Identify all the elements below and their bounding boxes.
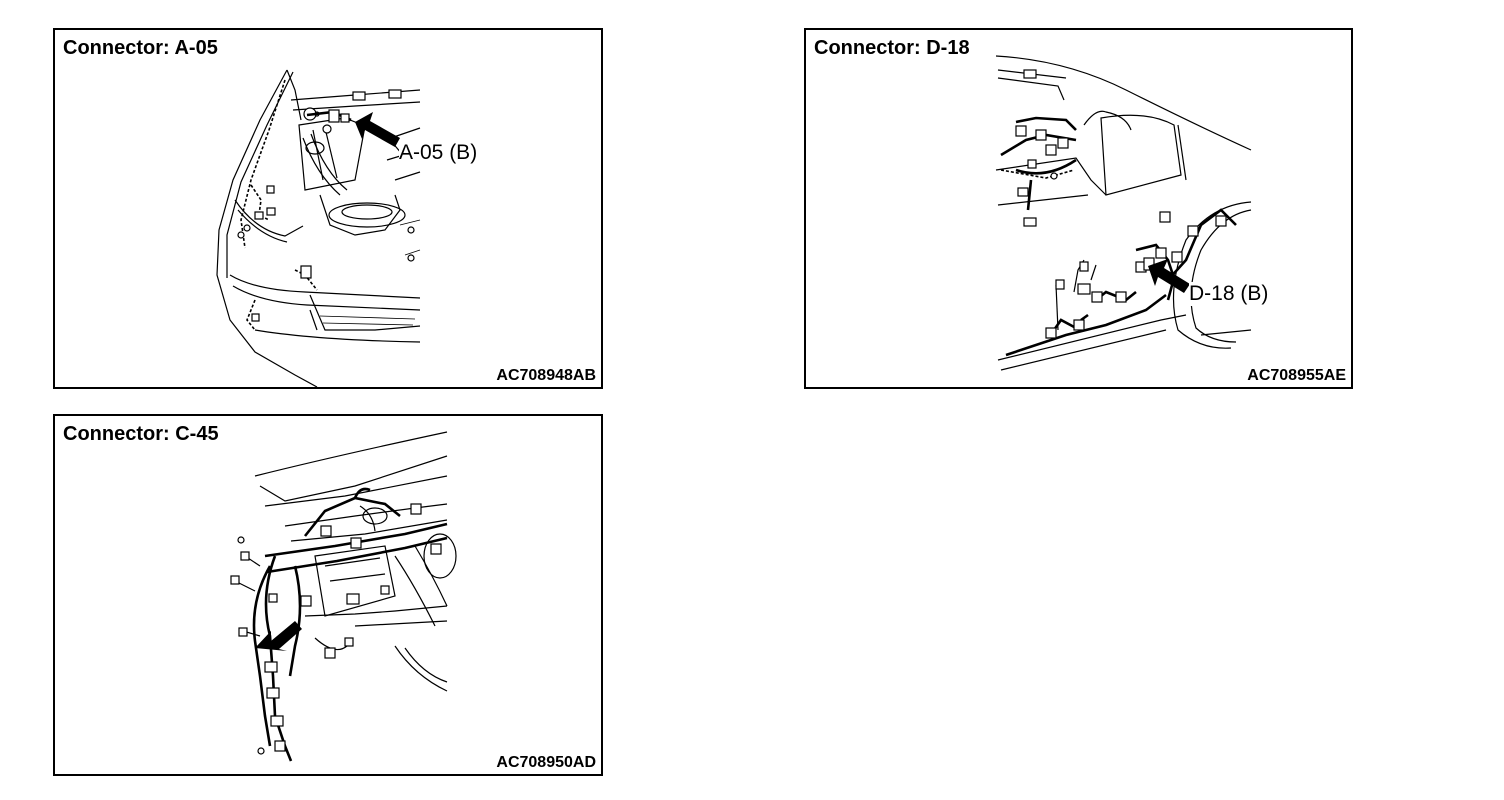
connector-panel-d18: Connector: D-18 [804,28,1353,389]
callout-arrow-a05 [355,112,407,155]
connector-panel-a05: Connector: A-05 [53,28,603,389]
instrument-panel-illustration [230,431,457,762]
callout-arrow-d18 [1148,259,1190,293]
illustration-code: AC708955AE [1247,367,1346,384]
panel-title: Connector: C-45 [63,421,221,447]
engine-bay-illustration [216,69,421,387]
connector-callout-label: A-05 (B) [399,141,478,165]
panel-title: Connector: D-18 [814,35,972,61]
connector-callout-label: D-18 (B) [1189,282,1269,306]
panel-title: Connector: A-05 [63,35,220,61]
illustration-code: AC708948AB [496,367,596,384]
illustration-code: AC708950AD [496,754,596,771]
body-side-illustration [995,55,1252,371]
connector-panel-c45: Connector: C-45 [53,414,603,776]
callout-arrow-c45 [255,621,302,651]
